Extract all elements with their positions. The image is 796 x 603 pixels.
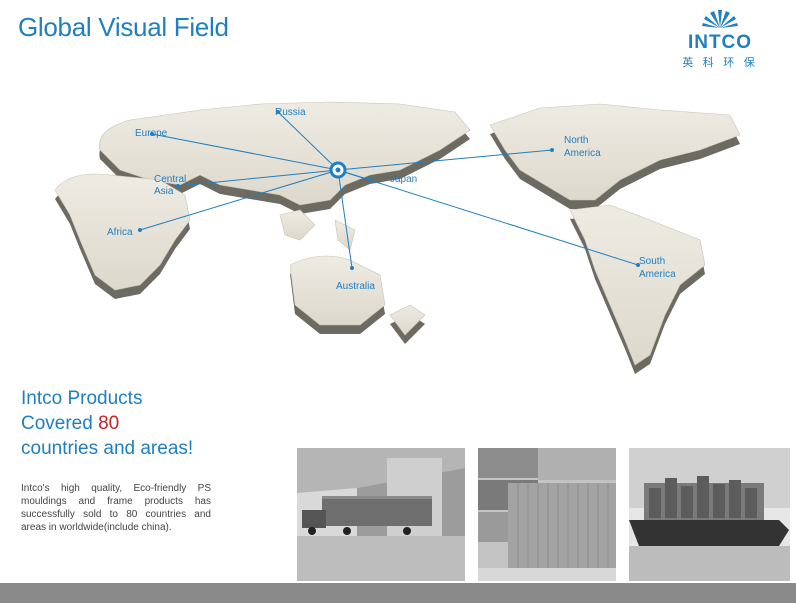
coverage-headline: Intco Products Covered 80 countries and … (21, 386, 193, 461)
logo-wordmark: INTCO (687, 32, 753, 53)
map-label-south-america-line2: America (639, 269, 676, 280)
map-label-japan: Japan (390, 174, 418, 185)
headline-line2-prefix: Covered (21, 413, 99, 434)
map-label-africa: Africa (107, 227, 133, 238)
footer-bar (0, 583, 796, 603)
headline-line1: Intco Products (21, 388, 143, 409)
map-label-russia: Russia (275, 107, 306, 118)
target-ring-icon (329, 161, 347, 179)
headline-line3: countries and areas! (21, 438, 194, 459)
map-label-north-america-line2: America (564, 148, 601, 159)
description-text: Intco's high quality, Eco-friendly PS mo… (21, 483, 211, 533)
intco-logo: INTCO 英 科 环 保 (672, 4, 768, 72)
photo-containers (478, 448, 616, 581)
world-map: Europe Russia Central Asia Japan Africa … (0, 90, 796, 390)
photo-warehouse (297, 448, 465, 581)
headline-line2: Covered 80 (21, 411, 193, 436)
page-title: Global Visual Field (18, 12, 229, 42)
map-label-south-america-line1: South (639, 256, 666, 267)
map-label-europe: Europe (135, 128, 168, 139)
sunburst-logo-icon (702, 10, 738, 28)
map-label-central-asia-line2: Asia (154, 186, 174, 197)
world-map-graphic (54, 101, 741, 374)
map-label-australia: Australia (336, 281, 375, 292)
map-label-central-asia-line1: Central (154, 174, 187, 185)
logo-chinese-text: 英 科 环 保 (682, 56, 758, 69)
map-label-north-america-line1: North (564, 135, 589, 146)
photo-container-ship (629, 448, 790, 581)
country-count: 80 (98, 413, 120, 434)
